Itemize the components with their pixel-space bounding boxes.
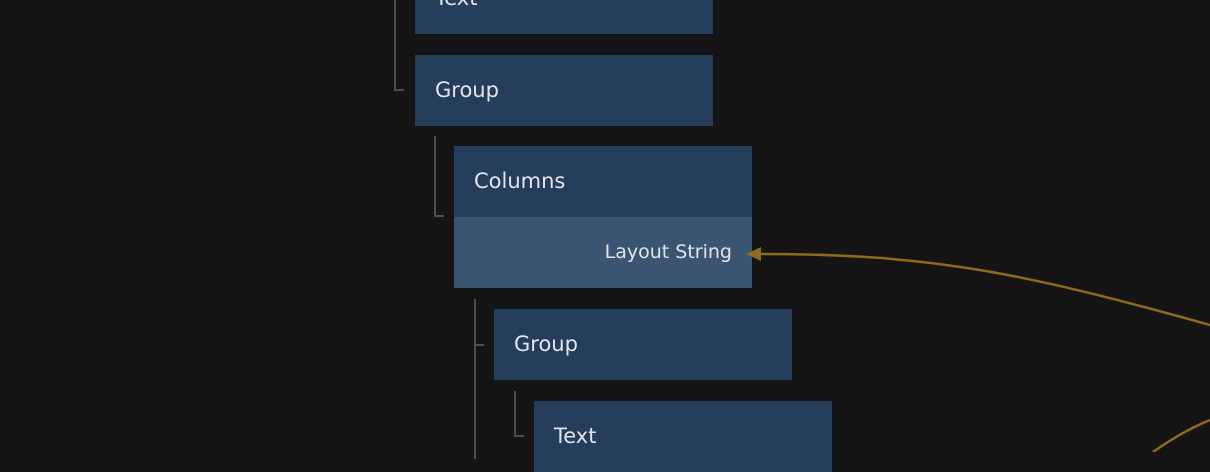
arrow-head-icon [746, 247, 761, 261]
connection-wire[interactable] [759, 252, 1210, 327]
node-title: Text [554, 424, 597, 448]
node-group[interactable]: Group [494, 309, 792, 380]
node-columns[interactable]: Columns Layout String [454, 146, 752, 288]
node-title: Text [415, 0, 713, 34]
tree-line [514, 391, 516, 437]
connection-wire[interactable] [1152, 418, 1210, 452]
tree-branch [474, 344, 484, 346]
tree-branch [394, 89, 404, 91]
node-group[interactable]: Group [415, 55, 713, 126]
tree-line [434, 136, 436, 217]
input-port-layout-string[interactable]: Layout String [454, 217, 752, 288]
node-title: Columns [474, 169, 566, 193]
tree-branch [434, 215, 444, 217]
node-title: Group [514, 332, 578, 356]
node-text[interactable]: Text [415, 0, 713, 34]
tree-line [394, 0, 396, 91]
node-title: Group [435, 78, 499, 102]
tree-line [474, 299, 476, 459]
tree-branch [514, 435, 524, 437]
connections [746, 247, 1210, 452]
